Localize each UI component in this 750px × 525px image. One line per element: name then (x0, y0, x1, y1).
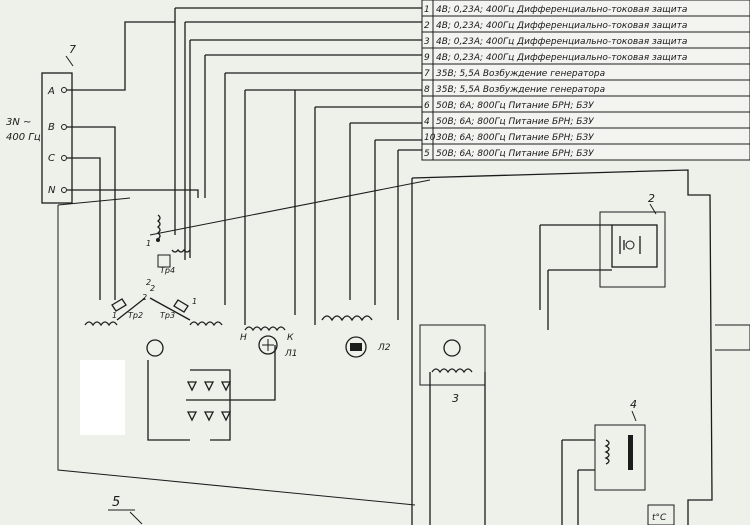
block-4-number: 4 (630, 398, 637, 411)
tap-label: 1 (192, 297, 197, 306)
legend-row-number: 3 (424, 37, 430, 47)
legend-row-number: 6 (424, 101, 430, 111)
cabinet-outline (411, 169, 750, 525)
legend-row-text: 4В; 0,23А; 400Гц Дифференциально-токовая… (436, 5, 687, 15)
block-2-number: 2 (648, 192, 655, 205)
tap-label: 2 (142, 293, 147, 302)
legend-row-text: 4В; 0,23А; 400Гц Дифференциально-токовая… (436, 37, 687, 47)
relay-block-2: 2 (539, 192, 666, 330)
supply-label: 3N ~ (6, 117, 31, 128)
terminal-h-label: Н (240, 333, 247, 343)
generator-l2-label: Л2 (377, 343, 391, 353)
legend-row-text: 50В; 6А; 800Гц Питание БРН; БЗУ (436, 101, 594, 111)
terminal-k-label: К (287, 333, 294, 343)
terminal-block: 7 A B C N (41, 43, 76, 204)
legend-row-text: 35В; 5,5А Возбуждение генератора (436, 69, 605, 79)
pin-label-n: N (48, 185, 56, 196)
transformer-tr2: 1 Тр2 2 (84, 293, 147, 327)
legend-row-number: 2 (424, 21, 430, 31)
wires (57, 7, 431, 506)
lamp-icon (443, 339, 461, 357)
legend-row-number: 4 (424, 117, 430, 127)
legend-rows: 1 4В; 0,23А; 400Гц Дифференциально-токова… (422, 5, 750, 161)
temperature-label: t°C (652, 513, 667, 523)
tap-label: 2 (150, 284, 155, 293)
legend-row-text: 50В; 6А; 800Гц Питание БРН; БЗУ (436, 149, 594, 159)
coil-icon (625, 240, 635, 250)
transformer-tr4: Тр4 1 2 (146, 214, 191, 287)
transformer-tr4-label: Тр4 (160, 266, 175, 275)
tap-label: 2 (146, 278, 151, 287)
legend-row-text: 4В; 0,23А; 400Гц Дифференциально-токовая… (436, 21, 687, 31)
terminal-b (61, 124, 67, 130)
legend-row-text: 35В; 5,5А Возбуждение генератора (436, 85, 605, 95)
supply-frequency-label: 400 Гц (6, 132, 41, 143)
legend-row-number: 1 (424, 5, 430, 15)
terminal-c (61, 155, 67, 161)
transformer-tr3: Тр3 1 2 (149, 284, 223, 327)
block-3: 3 (419, 324, 486, 525)
tap-label: 1 (146, 239, 151, 248)
block-5: 5 (108, 495, 143, 525)
blank-label-area (80, 360, 125, 435)
block-3-number: 3 (452, 392, 459, 405)
legend-row-number: 8 (424, 85, 430, 95)
rectifier-bridge (80, 339, 276, 441)
motor-icon (345, 336, 367, 358)
temperature-sensor: t°C (647, 504, 675, 525)
indicator-lamp-icon (146, 339, 164, 357)
pin-label-b: B (48, 122, 55, 133)
generator-l1-label: Л1 (284, 349, 298, 359)
pin-label-c: C (48, 153, 55, 164)
generator-l2: Л2 (321, 315, 391, 358)
terminal-n (61, 187, 67, 193)
legend-row-text: 50В; 6А; 800Гц Питание БРН; БЗУ (436, 117, 594, 127)
pin-label-a: A (47, 86, 55, 97)
legend-row-text: 4В; 0,23А; 400Гц Дифференциально-токовая… (436, 53, 687, 63)
legend-row-number: 5 (424, 149, 430, 159)
legend-row-number: 10 (424, 133, 436, 143)
block-4: 4 (561, 398, 646, 525)
transformer-tr3-label: Тр3 (160, 311, 175, 320)
legend-row-number: 9 (424, 53, 430, 63)
meter-icon (258, 335, 278, 355)
terminal-block-number: 7 (69, 43, 76, 56)
tap-label: 1 (112, 311, 117, 320)
legend-row-number: 7 (424, 69, 430, 79)
generator-l1: Н К Л1 (240, 326, 298, 359)
transformer-tr2-label: Тр2 (128, 311, 143, 320)
terminal-a (61, 87, 67, 93)
legend-row-text: 30В; 6А; 800Гц Питание БРН; БЗУ (436, 133, 594, 143)
block-5-number: 5 (112, 495, 120, 510)
